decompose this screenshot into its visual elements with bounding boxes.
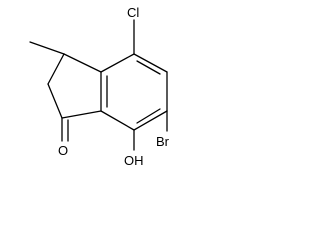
aromatic-double-2 [136, 60, 161, 75]
bond-c6-c7 [133, 110, 168, 131]
hydroxy-label: OH [124, 153, 144, 168]
molecule-drawing: Cl Br O OH [29, 5, 170, 168]
oxygen-label: O [58, 143, 68, 158]
bond-c4-c7a [61, 110, 102, 119]
bromine-label: Br [156, 134, 170, 149]
bond-c2-c3 [47, 53, 65, 85]
bond-c7-c7a [100, 110, 135, 131]
bond-c3a-c4ar [100, 53, 135, 73]
bond-c3-c4 [47, 83, 63, 119]
chlorine-label: Cl [127, 5, 139, 20]
aromatic-double-3 [136, 108, 161, 124]
bond-c1-c2 [29, 41, 65, 55]
structure-diagram: Cl Br O OH [0, 0, 181, 177]
bond-c1-c3a [63, 53, 102, 73]
bond-c4ar-c5 [133, 53, 168, 73]
